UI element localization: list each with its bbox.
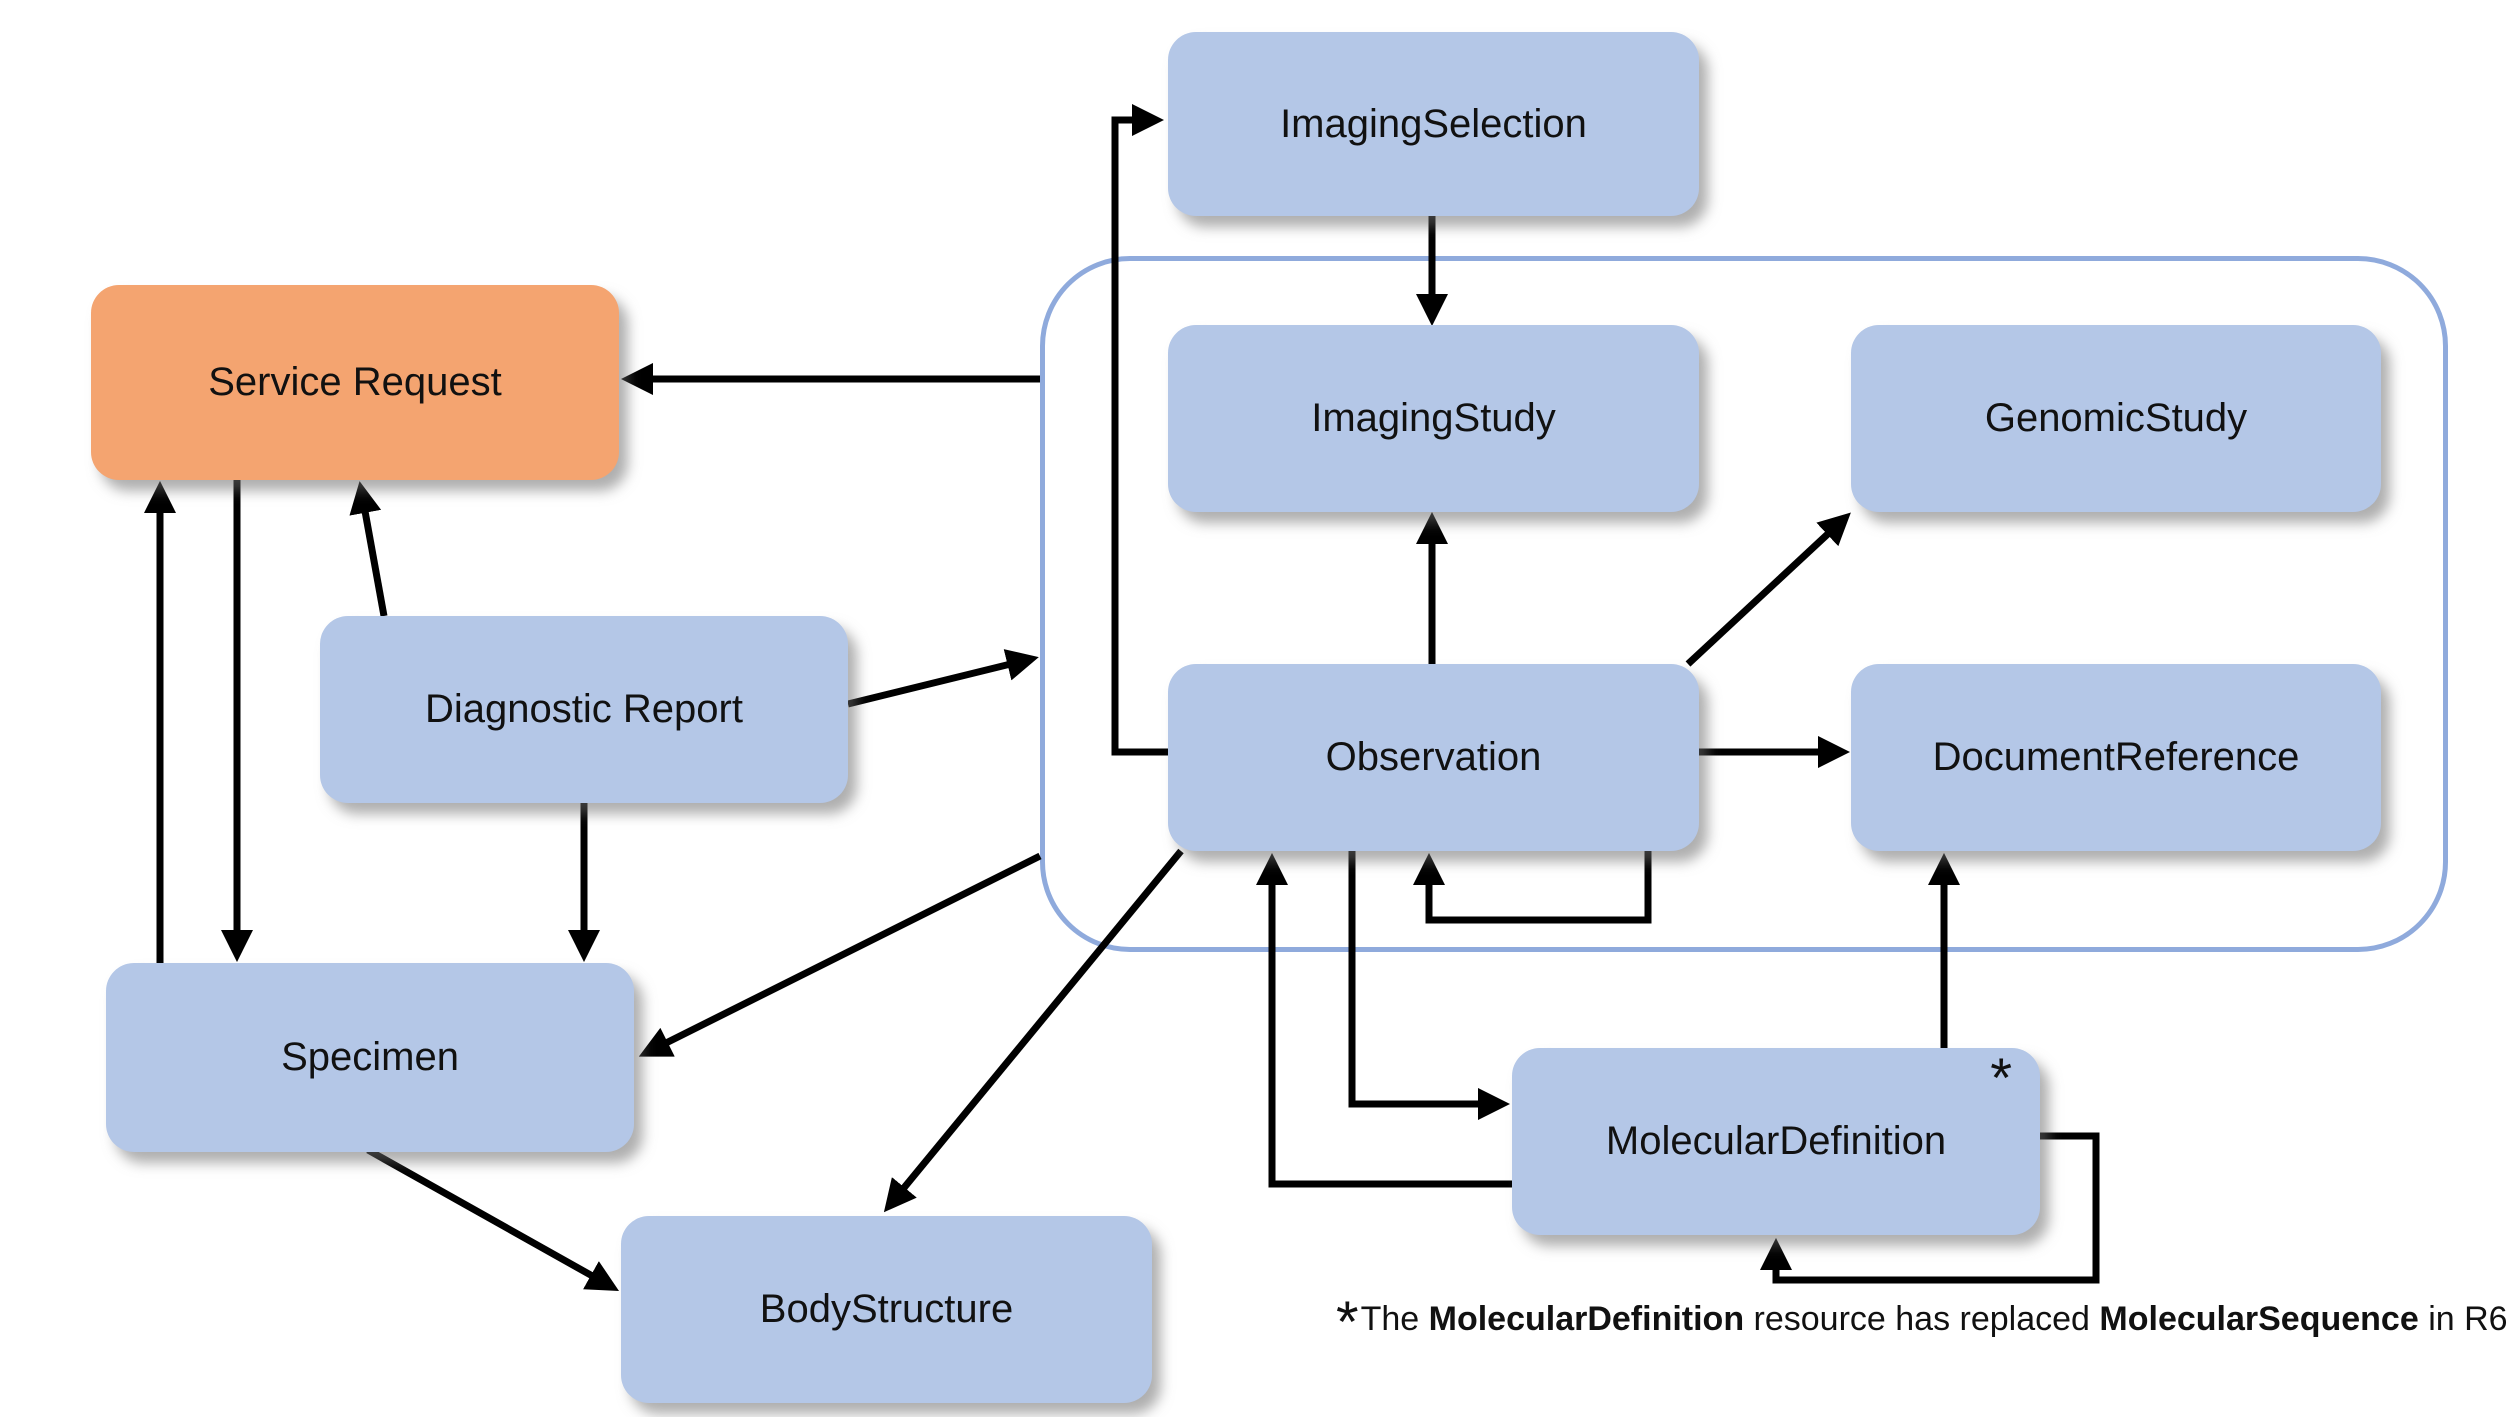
node-observation-label: Observation <box>1325 735 1542 779</box>
node-specimen-label: Specimen <box>281 1035 459 1079</box>
footnote-bold-term-2: MolecularSequence <box>2099 1300 2419 1338</box>
node-imaging-study: ImagingStudy <box>1168 325 1699 512</box>
node-molecular-definition: * MolecularDefinition <box>1512 1048 2040 1235</box>
arrow-observation-to-bodystructure <box>883 848 1184 1213</box>
footnote-text-middle: resource has replaced <box>1744 1300 2100 1338</box>
node-body-structure: BodyStructure <box>621 1216 1152 1403</box>
node-genomic-study-label: GenomicStudy <box>1984 396 2248 440</box>
node-specimen: Specimen <box>106 963 634 1152</box>
arrow-moleculardefinition-to-observation <box>1255 852 1512 1188</box>
arrow-specimen-to-bodystructure <box>366 1146 620 1291</box>
node-body-structure-label: BodyStructure <box>759 1287 1014 1331</box>
node-service-request: Service Request <box>91 285 619 480</box>
arrow-group-to-specimen <box>638 852 1042 1057</box>
node-service-request-label: Service Request <box>208 360 502 404</box>
footnote-bold-term-1: MolecularDefinition <box>1428 1300 1745 1338</box>
footnote-text-prefix: The <box>1360 1300 1429 1338</box>
node-imaging-study-label: ImagingStudy <box>1311 396 1556 440</box>
node-imaging-selection-label: ImagingSelection <box>1280 101 1587 146</box>
node-molecular-definition-label: MolecularDefinition <box>1605 1119 1947 1163</box>
node-document-reference: DocumentReference <box>1851 664 2381 851</box>
node-diagnostic-report: Diagnostic Report <box>320 616 848 803</box>
footnote: *The MolecularDefinition resource has re… <box>1336 1294 2507 1352</box>
arrow-observation-to-genomicstudy <box>1685 512 1851 667</box>
node-genomic-study: GenomicStudy <box>1851 325 2381 512</box>
arrow-observation-to-moleculardefinition <box>1348 851 1511 1121</box>
node-observation: Observation <box>1168 664 1699 851</box>
arrow-observation-self-loop <box>1412 851 1652 924</box>
arrow-diagnosticreport-to-servicerequest <box>349 481 388 617</box>
arrow-diagnosticreport-to-group <box>847 649 1039 708</box>
diagnostics-group-outline <box>1040 256 2448 952</box>
footnote-text-suffix: in R6 <box>2418 1300 2507 1338</box>
arrow-observation-to-imagingselection <box>1111 103 1168 756</box>
arrow-moleculardefinition-self-loop <box>1759 1132 2100 1284</box>
node-imaging-selection: ImagingSelection <box>1168 32 1699 216</box>
molecular-definition-asterisk: * <box>1990 1046 2012 1109</box>
node-diagnostic-report-label: Diagnostic Report <box>425 687 743 731</box>
footnote-asterisk: * <box>1336 1290 1359 1355</box>
node-document-reference-label: DocumentReference <box>1932 735 2300 779</box>
